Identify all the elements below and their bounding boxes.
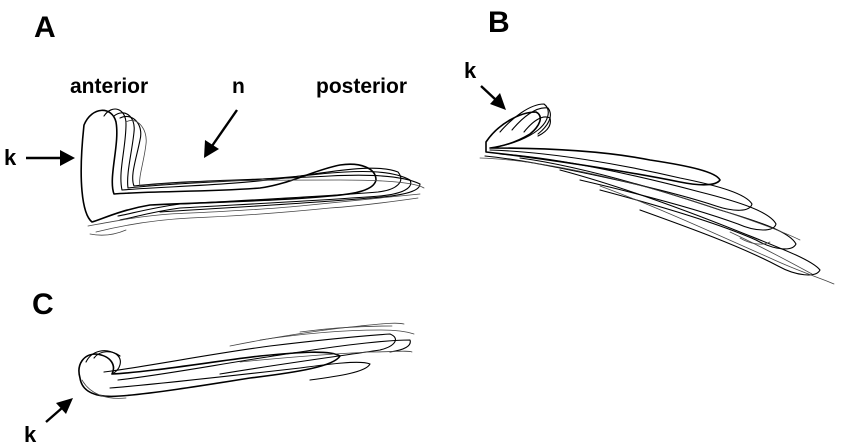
panel-c-letter: C: [32, 288, 54, 321]
sclerite-outlines-a: [81, 109, 424, 235]
panel-b: B k: [464, 6, 834, 284]
sclerite-outlines-b: [480, 104, 834, 284]
panel-a: A anterior posterior n k: [4, 11, 424, 235]
k-arrow-c: [46, 398, 73, 422]
k-arrow-a: [26, 150, 75, 166]
sclerite-outlines-c: [79, 323, 414, 398]
k-label-b: k: [464, 58, 477, 83]
anterior-label: anterior: [70, 75, 148, 98]
k-arrow-b: [481, 86, 506, 110]
posterior-label: posterior: [316, 75, 407, 98]
k-label-c: k: [24, 422, 37, 446]
n-label: n: [232, 75, 245, 98]
n-arrow: [204, 110, 237, 158]
panel-a-letter: A: [34, 11, 56, 44]
panel-c: C k: [24, 288, 414, 446]
panel-b-letter: B: [488, 6, 510, 39]
k-label-a: k: [4, 145, 17, 170]
